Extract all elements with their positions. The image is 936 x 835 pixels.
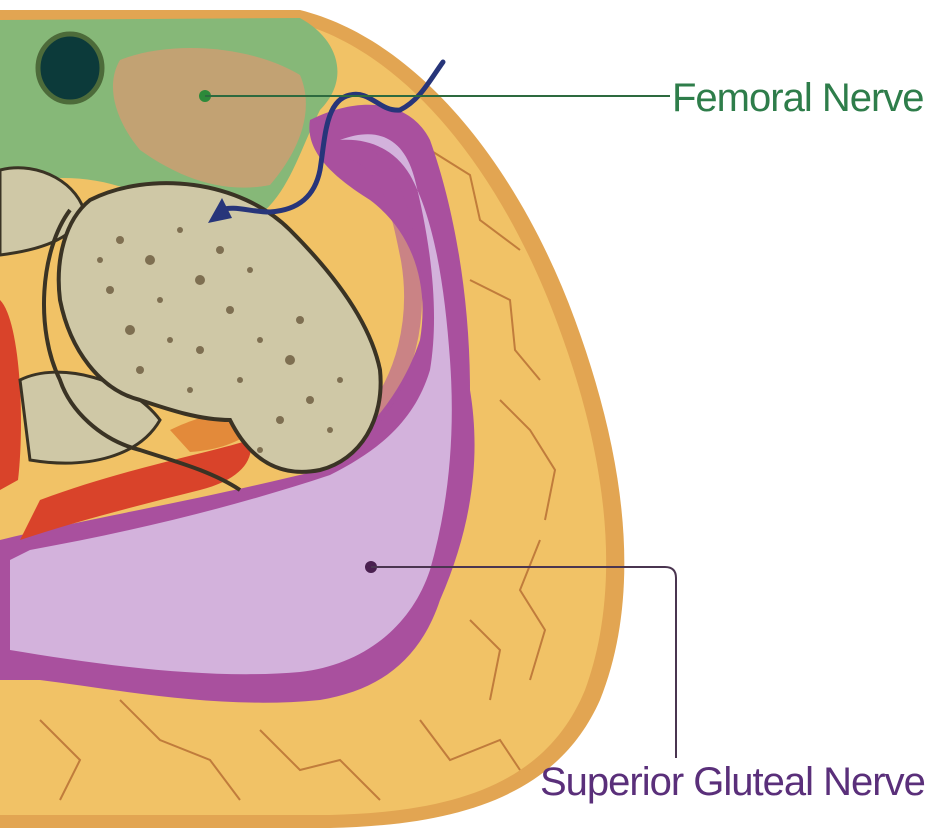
superior-gluteal-nerve-label: Superior Gluteal Nerve [540, 762, 925, 802]
femoral-nerve-label: Femoral Nerve [672, 78, 924, 118]
